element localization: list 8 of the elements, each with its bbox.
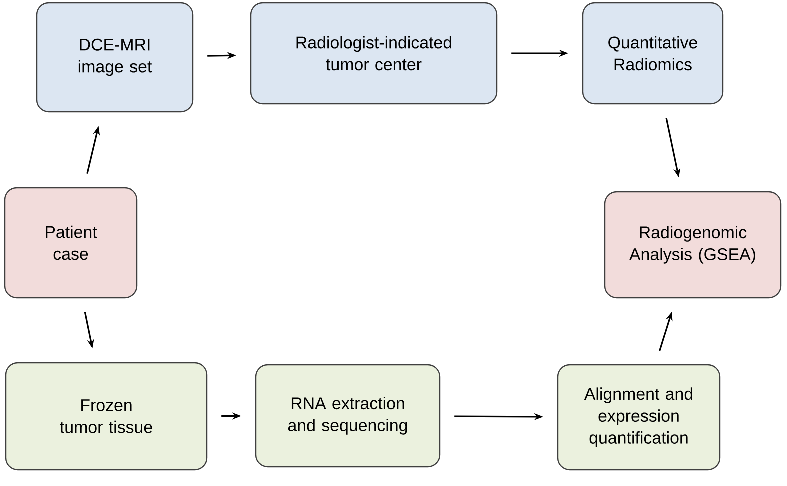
process-box: Quantitative Radiomics [582,2,724,105]
process-box: RNA extraction and sequencing [255,364,441,468]
process-box: Alignment and expression quantification [557,364,721,471]
process-box: Radiologist-indicated tumor center [250,2,498,105]
process-box: Radiogenomic Analysis (GSEA) [604,191,782,299]
process-box: Frozen tumor tissue [5,362,208,471]
process-box: Patient case [4,187,138,299]
process-box: DCE-MRI image set [36,2,194,113]
